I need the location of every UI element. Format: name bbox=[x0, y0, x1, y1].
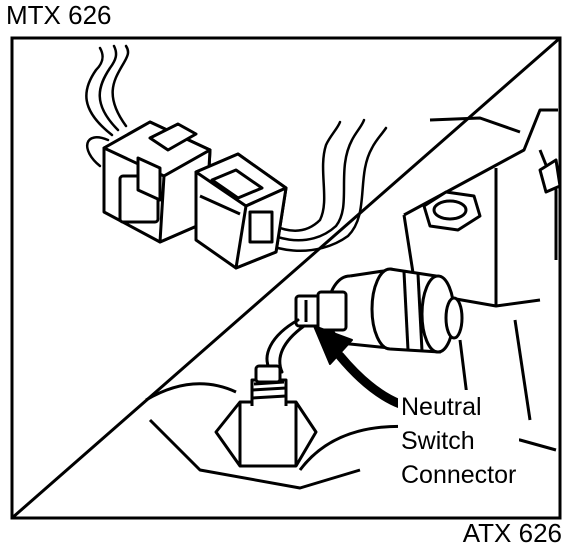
neutral-switch-body bbox=[326, 267, 464, 354]
mtx-connector-left-half bbox=[102, 120, 212, 244]
callout-line-3: Connector bbox=[401, 461, 517, 489]
callout-line-2: Switch bbox=[401, 427, 475, 455]
mtx-626-label: MTX 626 bbox=[6, 0, 112, 30]
switch-connector-plug bbox=[294, 290, 348, 332]
callout-line-1: Neutral bbox=[401, 393, 482, 421]
atx-626-label: ATX 626 bbox=[462, 518, 562, 548]
mtx-wires bbox=[85, 44, 388, 252]
housing-bolt bbox=[422, 158, 562, 232]
drain-bolt-nut bbox=[214, 364, 318, 468]
mtx-connector-right-half bbox=[194, 152, 288, 270]
switch-wire bbox=[265, 318, 306, 374]
neutral-switch-connector-callout: Neutral Switch Connector bbox=[398, 390, 520, 492]
callout-arrow bbox=[313, 325, 405, 409]
